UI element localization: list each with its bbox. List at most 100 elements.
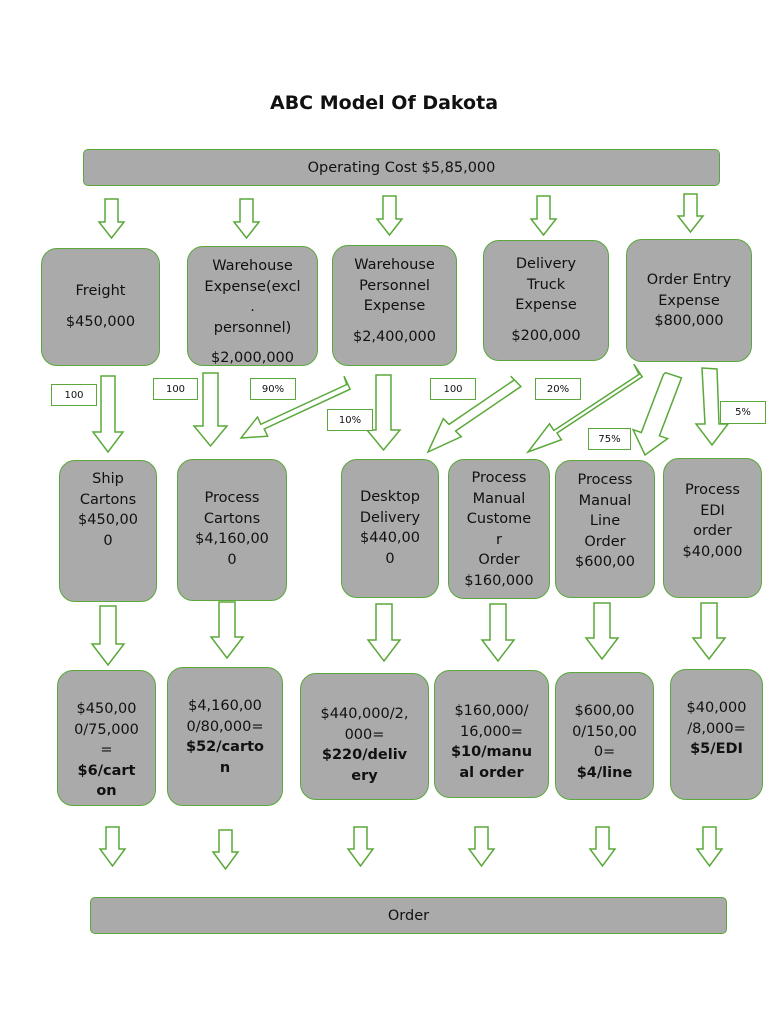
box-text-line: personnel): [213, 319, 292, 336]
box-text-line: Manual: [578, 492, 632, 509]
box-text-line: $450,00: [76, 701, 137, 717]
down-arrow: [676, 193, 705, 234]
allocation-tag: 90%: [250, 378, 296, 400]
box-text-line: Truck: [526, 276, 566, 293]
box-text-line: 000=: [344, 726, 385, 743]
down-arrow: [211, 829, 240, 871]
diagonal-arrow: [525, 363, 644, 454]
box-text-line: $40,000: [686, 700, 747, 716]
box-rate-line: n: [219, 759, 231, 776]
box-text-line: $2,000,000: [210, 350, 295, 366]
down-arrow: [91, 375, 125, 454]
resource-box-freight: Freight$450,000: [41, 248, 160, 366]
down-arrow: [232, 198, 261, 240]
down-arrow: [588, 826, 617, 868]
box-text-line: 0=: [593, 744, 616, 760]
box-text-line: 16,000=: [460, 723, 523, 740]
box-text-line: Process: [577, 472, 633, 488]
allocation-tag: 20%: [535, 378, 581, 400]
allocation-tag: 100: [430, 378, 476, 400]
allocation-tag: 10%: [327, 409, 373, 431]
box-rate-line: $52/carto: [186, 739, 264, 755]
down-arrow: [695, 826, 724, 868]
box-text-line: Process: [204, 490, 260, 506]
down-arrow: [209, 601, 245, 660]
box-rate-line: $220/deliv: [321, 747, 408, 763]
box-text-line: Process: [471, 470, 527, 486]
rate-box-desktop-delivery: $440,000/2, 000= $220/deliv ery: [300, 673, 429, 800]
box-text-line: 0/150,00: [572, 723, 637, 740]
rate-box-edi: $40,000/8,000= $5/EDI: [670, 669, 763, 800]
box-text-line: $2,400,000: [352, 328, 437, 345]
box-text-line: $160,000: [464, 572, 534, 589]
box-text-line: $40,000: [682, 543, 743, 560]
down-arrow: [467, 826, 496, 868]
box-text-line: 0: [103, 532, 113, 549]
operating-cost-bar: Operating Cost $5,85,000: [83, 149, 720, 186]
box-text-line: 0: [385, 550, 395, 567]
down-arrow: [97, 198, 126, 240]
box-text-line: $450,00: [78, 512, 138, 528]
down-arrow: [480, 603, 516, 663]
box-rate-line: ery: [351, 767, 378, 784]
box-rate-line: $5/EDI: [690, 741, 743, 757]
down-arrow: [98, 826, 127, 868]
box-text-line: Warehouse: [212, 258, 293, 274]
allocation-tag: 100: [51, 384, 97, 406]
down-arrow: [375, 195, 404, 237]
allocation-tag: 5%: [720, 401, 766, 424]
down-arrow: [90, 605, 126, 667]
order-bar: Order: [90, 897, 727, 934]
box-text-line: 0: [227, 551, 237, 568]
down-arrow: [584, 602, 620, 661]
diagonal-arrow: [239, 375, 352, 439]
box-rate-line: $10/manu: [450, 744, 533, 760]
box-text-line: $600,00: [574, 703, 635, 719]
box-text-line: .: [250, 299, 255, 315]
box-text-line: Delivery: [359, 509, 421, 526]
box-text-line: $800,000: [654, 313, 724, 329]
box-text-line: Order: [584, 533, 626, 550]
allocation-tag: 100: [153, 378, 198, 400]
box-text-line: 0/75,000: [74, 721, 139, 738]
box-text-line: order: [693, 523, 732, 539]
box-text-line: 0/80,000=: [186, 718, 264, 735]
box-text-line: Order Entry: [646, 272, 732, 288]
down-arrow: [529, 195, 558, 237]
box-text-line: Process: [684, 482, 740, 498]
operating-cost-label: Operating Cost $5,85,000: [307, 159, 496, 176]
box-text-line: $440,00: [360, 530, 420, 546]
box-rate-line: $4/line: [576, 764, 633, 781]
box-text-line: $200,000: [511, 327, 581, 344]
down-arrow: [366, 603, 402, 663]
box-text-line: Delivery: [515, 256, 577, 272]
page-title: ABC Model Of Dakota: [269, 92, 499, 114]
box-text-line: $450,000: [65, 313, 136, 330]
box-text-line: $4,160,00: [195, 531, 269, 547]
diagonal-arrow: [426, 375, 523, 454]
box-text-line: Ship: [92, 471, 124, 487]
box-text-line: Line: [589, 513, 621, 529]
box-text-line: $440,000/2,: [320, 706, 409, 722]
box-text-line: Order: [478, 552, 520, 568]
down-arrow: [192, 372, 229, 448]
box-rate-line: on: [96, 783, 117, 799]
box-text-line: r: [496, 531, 502, 548]
down-arrow: [694, 367, 730, 447]
box-text-line: /8,000=: [687, 720, 746, 737]
box-text-line: Desktop: [360, 489, 420, 505]
box-text-line: Cartons: [79, 491, 137, 508]
box-text-line: Expense: [363, 298, 426, 314]
